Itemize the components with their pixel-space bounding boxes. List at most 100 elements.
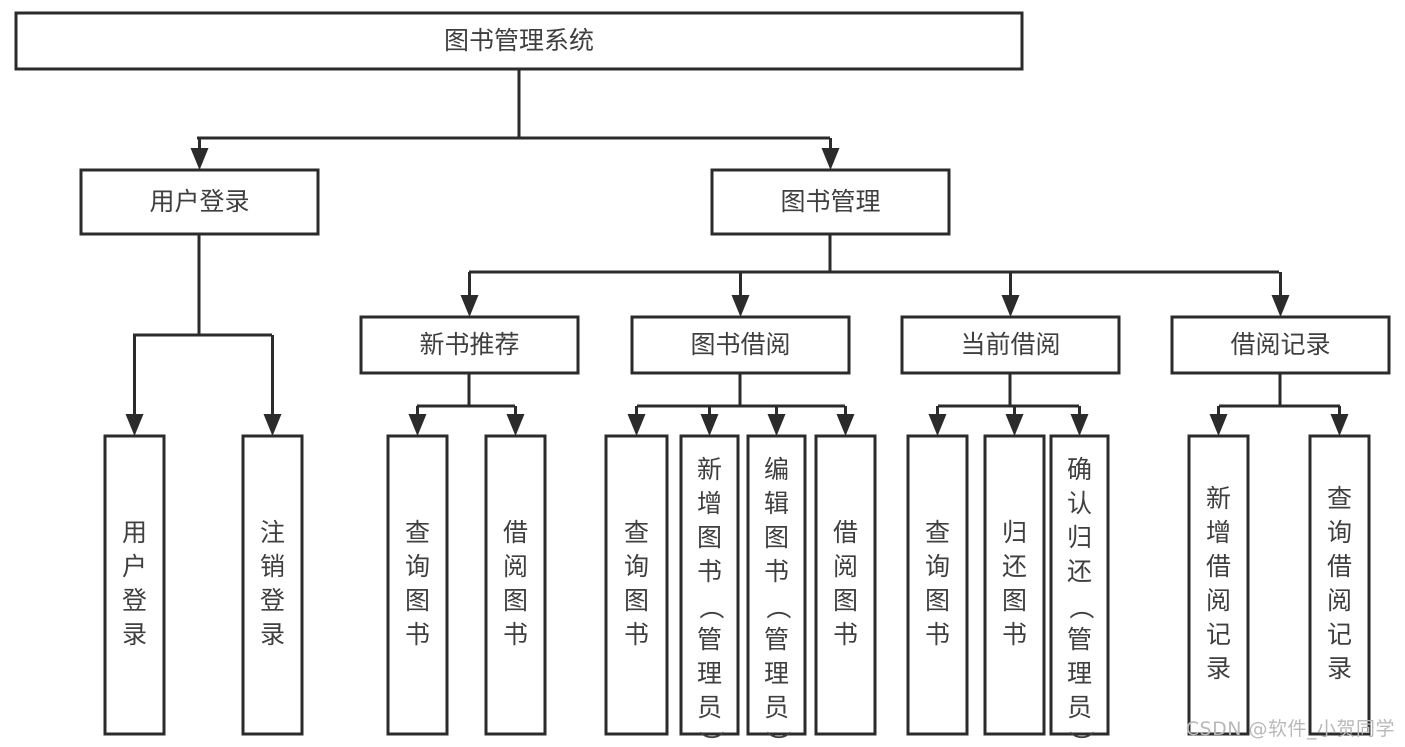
- svg-text:图: 图: [925, 586, 950, 615]
- svg-text:查: 查: [624, 518, 649, 547]
- node-box-leaf-edit-book[interactable]: [746, 434, 807, 736]
- arrow-to-leaf-borrow-book-1-arrowhead: [506, 414, 525, 436]
- svg-text:书: 书: [833, 620, 858, 649]
- node-box-book-borrow[interactable]: [630, 315, 851, 375]
- node-box-leaf-query-book-3[interactable]: [906, 434, 969, 736]
- svg-text:书: 书: [503, 620, 528, 649]
- svg-text:记: 记: [1327, 620, 1352, 649]
- svg-text:注: 注: [260, 518, 285, 547]
- svg-text:增: 增: [697, 489, 722, 518]
- svg-text:认: 认: [1067, 489, 1092, 518]
- svg-text:还: 还: [1002, 552, 1027, 581]
- arrow-to-leaf-query-book-2-arrowhead: [627, 414, 646, 436]
- svg-text:询: 询: [1327, 518, 1352, 547]
- svg-text:书: 书: [1002, 620, 1027, 649]
- svg-text:）: ）: [697, 730, 726, 747]
- node-box-borrow-record[interactable]: [1170, 315, 1391, 375]
- node-box-leaf-confirm-return[interactable]: [1049, 434, 1110, 736]
- node-box-current-borrow[interactable]: [900, 315, 1121, 375]
- node-box-new-book-rec[interactable]: [359, 315, 580, 375]
- svg-text:图: 图: [764, 523, 789, 552]
- svg-text:阅: 阅: [503, 552, 528, 581]
- svg-text:（: （: [1067, 594, 1096, 619]
- arrow-to-user-login-arrowhead: [190, 148, 209, 170]
- svg-text:新: 新: [1206, 484, 1231, 513]
- svg-text:书: 书: [624, 620, 649, 649]
- node-box-leaf-add-book[interactable]: [679, 434, 740, 736]
- svg-text:书: 书: [764, 557, 789, 586]
- node-label-root: 图书管理系统: [444, 26, 594, 55]
- arrow-to-leaf-confirm-return-arrowhead: [1070, 414, 1089, 436]
- svg-text:用: 用: [122, 518, 147, 547]
- svg-text:）: ）: [764, 730, 793, 747]
- node-box-leaf-query-book-2[interactable]: [604, 434, 669, 736]
- node-box-leaf-user-logout[interactable]: [241, 434, 304, 736]
- node-box-leaf-query-book-1[interactable]: [386, 434, 449, 736]
- arrow-to-leaf-user-logout-arrowhead: [263, 414, 282, 436]
- svg-text:询: 询: [405, 552, 430, 581]
- svg-text:理: 理: [697, 659, 722, 688]
- svg-text:图: 图: [624, 586, 649, 615]
- svg-text:管: 管: [697, 625, 722, 654]
- node-box-leaf-borrow-book-2[interactable]: [814, 434, 877, 736]
- svg-text:图: 图: [1002, 586, 1027, 615]
- svg-text:询: 询: [624, 552, 649, 581]
- node-box-root[interactable]: [14, 11, 1024, 71]
- svg-text:员: 员: [697, 693, 722, 722]
- node-box-book-manage[interactable]: [710, 168, 951, 236]
- svg-text:编: 编: [764, 455, 789, 484]
- csdn-watermark: CSDN @软件_小贺同学: [1185, 718, 1395, 740]
- svg-text:员: 员: [764, 693, 789, 722]
- svg-text:询: 询: [925, 552, 950, 581]
- svg-text:借: 借: [833, 518, 858, 547]
- svg-text:）: ）: [1067, 730, 1096, 747]
- svg-text:书: 书: [697, 557, 722, 586]
- node-box-leaf-add-record[interactable]: [1187, 434, 1250, 736]
- svg-text:借: 借: [1327, 552, 1352, 581]
- svg-text:辑: 辑: [764, 489, 789, 518]
- svg-text:查: 查: [405, 518, 430, 547]
- svg-text:管: 管: [764, 625, 789, 654]
- svg-text:归: 归: [1067, 523, 1092, 552]
- svg-text:增: 增: [1206, 518, 1231, 547]
- node-box-leaf-query-record[interactable]: [1308, 434, 1371, 736]
- svg-text:录: 录: [1327, 654, 1352, 683]
- svg-text:记: 记: [1206, 620, 1231, 649]
- node-label-leaf-user-login: 用户登录: [122, 518, 147, 649]
- svg-text:销: 销: [260, 552, 285, 581]
- svg-text:归: 归: [1002, 518, 1027, 547]
- svg-text:新: 新: [697, 455, 722, 484]
- svg-text:理: 理: [764, 659, 789, 688]
- svg-text:图: 图: [833, 586, 858, 615]
- node-box-user-login[interactable]: [79, 168, 320, 236]
- svg-text:查: 查: [925, 518, 950, 547]
- svg-text:录: 录: [122, 620, 147, 649]
- node-label-new-book-rec: 新书推荐: [419, 330, 519, 359]
- svg-text:录: 录: [1206, 654, 1231, 683]
- node-box-leaf-borrow-book-1[interactable]: [484, 434, 547, 736]
- svg-text:理: 理: [1067, 659, 1092, 688]
- svg-text:（: （: [764, 594, 793, 619]
- svg-text:书: 书: [925, 620, 950, 649]
- node-box-leaf-return-book[interactable]: [983, 434, 1046, 736]
- arrow-to-leaf-edit-book-arrowhead: [767, 414, 786, 436]
- svg-text:录: 录: [260, 620, 285, 649]
- node-layer: 图书管理系统用户登录图书管理用户登录注销登录新书推荐查询图书借阅图书图书借阅查询…: [14, 11, 1391, 747]
- svg-text:确: 确: [1067, 455, 1092, 484]
- node-box-leaf-user-login[interactable]: [103, 434, 166, 736]
- arrow-to-leaf-user-login-arrowhead: [125, 414, 144, 436]
- svg-text:借: 借: [503, 518, 528, 547]
